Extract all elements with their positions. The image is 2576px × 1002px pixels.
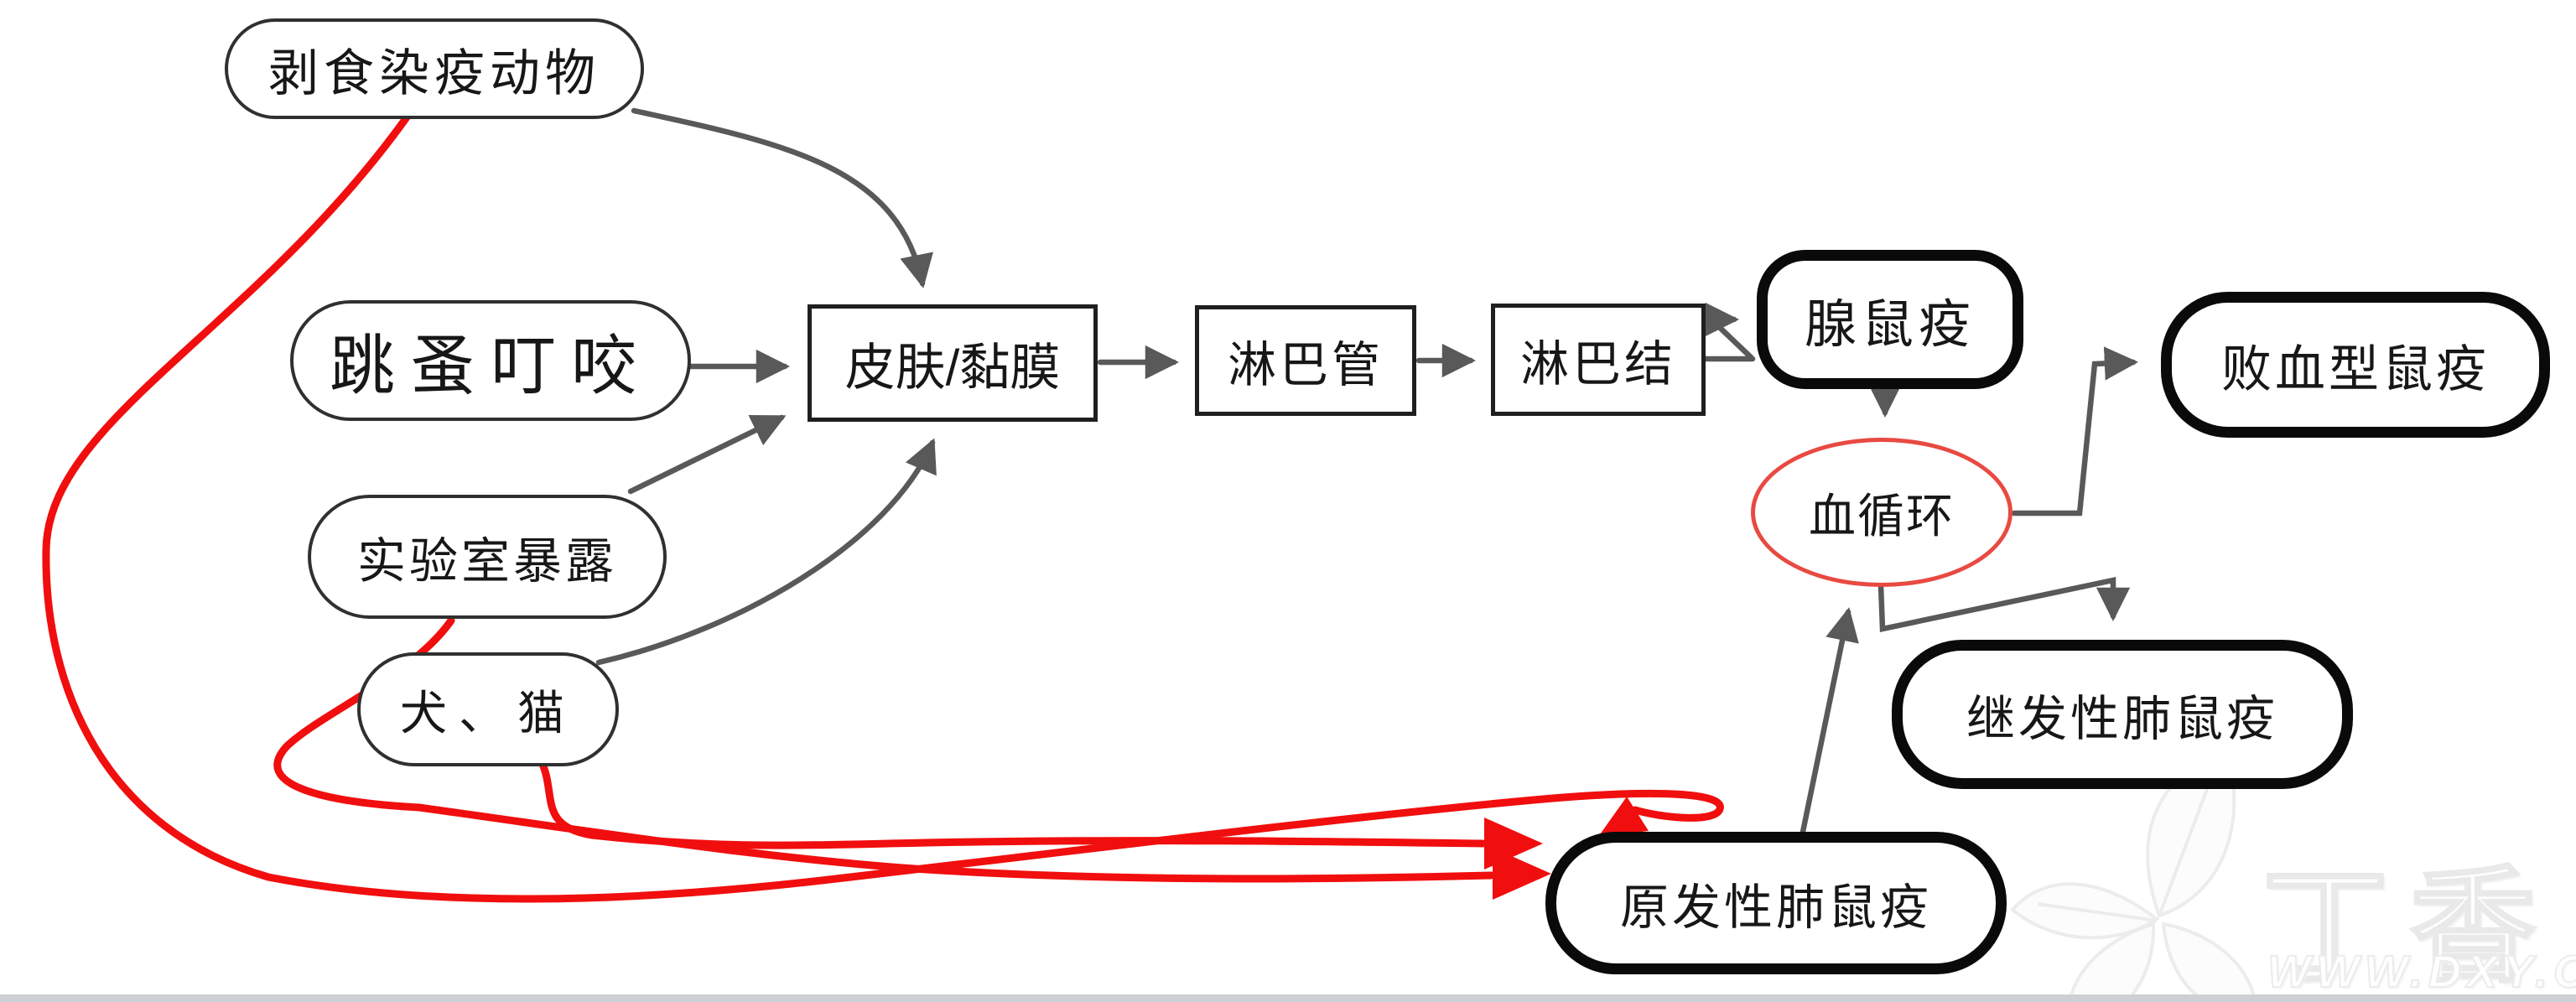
edge-skin-eat-to-skin-mucosa bbox=[631, 107, 933, 288]
node-septicemic-plague: 败血型鼠疫 bbox=[2161, 292, 2550, 438]
red-arrowhead-top bbox=[1598, 797, 1649, 837]
node-lymph-node: 淋巴结 bbox=[1491, 304, 1706, 416]
node-lymph-node-label: 淋巴结 bbox=[1519, 337, 1676, 392]
node-skin-mucosa-label: 皮肤/黏膜 bbox=[844, 339, 1061, 396]
node-flea-bite-label: 跳蚤叮咬 bbox=[329, 330, 652, 402]
edge-skin-eat-to-primary-pneumonic-red bbox=[42, 105, 1724, 903]
red-arrowhead-bottom bbox=[1493, 848, 1551, 900]
edge-blood-circulation-to-secondary-pneumonic bbox=[1877, 576, 2131, 632]
node-secondary-pneumonic-plague-label: 继发性肺鼠疫 bbox=[1966, 692, 2278, 746]
node-dog-cat-label: 犬、猫 bbox=[400, 688, 576, 740]
node-septicemic-plague-label: 败血型鼠疫 bbox=[2221, 340, 2490, 397]
edge-dog-cat-to-skin-mucosa bbox=[595, 438, 937, 666]
node-skin-eat-infected-animal-label: 剥食染疫动物 bbox=[268, 44, 600, 101]
edge-lymph-node-to-bubonic-stroke3 bbox=[1712, 320, 1754, 361]
node-blood-circulation: 血循环 bbox=[1751, 438, 2012, 587]
node-primary-pneumonic-plague-label: 原发性肺鼠疫 bbox=[1619, 880, 1932, 935]
node-bubonic-plague-label: 腺鼠疫 bbox=[1804, 296, 1976, 354]
node-secondary-pneumonic-plague: 继发性肺鼠疫 bbox=[1892, 640, 2353, 789]
node-lab-exposure-label: 实验室暴露 bbox=[356, 534, 617, 589]
node-bubonic-plague: 腺鼠疫 bbox=[1757, 250, 2023, 389]
node-primary-pneumonic-plague: 原发性肺鼠疫 bbox=[1545, 832, 2007, 974]
node-lymph-vessel: 淋巴管 bbox=[1195, 305, 1416, 416]
edge-blood-circulation-to-septicemic bbox=[2011, 346, 2139, 517]
edge-dog-cat-to-primary-pneumonic-red bbox=[539, 762, 1487, 849]
node-skin-eat-infected-animal: 剥食染疫动物 bbox=[225, 18, 644, 119]
edge-lab-exposure-to-skin-mucosa bbox=[627, 414, 787, 495]
node-lymph-vessel-label: 淋巴管 bbox=[1227, 338, 1384, 392]
node-blood-circulation-label: 血循环 bbox=[1809, 489, 1955, 543]
node-dog-cat: 犬、猫 bbox=[357, 652, 619, 766]
node-skin-mucosa: 皮肤/黏膜 bbox=[808, 304, 1098, 422]
bottom-edge-band bbox=[0, 994, 2576, 1002]
node-lab-exposure: 实验室暴露 bbox=[308, 495, 667, 619]
node-flea-bite: 跳蚤叮咬 bbox=[290, 300, 691, 421]
edge-primary-pneumonic-to-blood-circulation bbox=[1800, 607, 1859, 835]
